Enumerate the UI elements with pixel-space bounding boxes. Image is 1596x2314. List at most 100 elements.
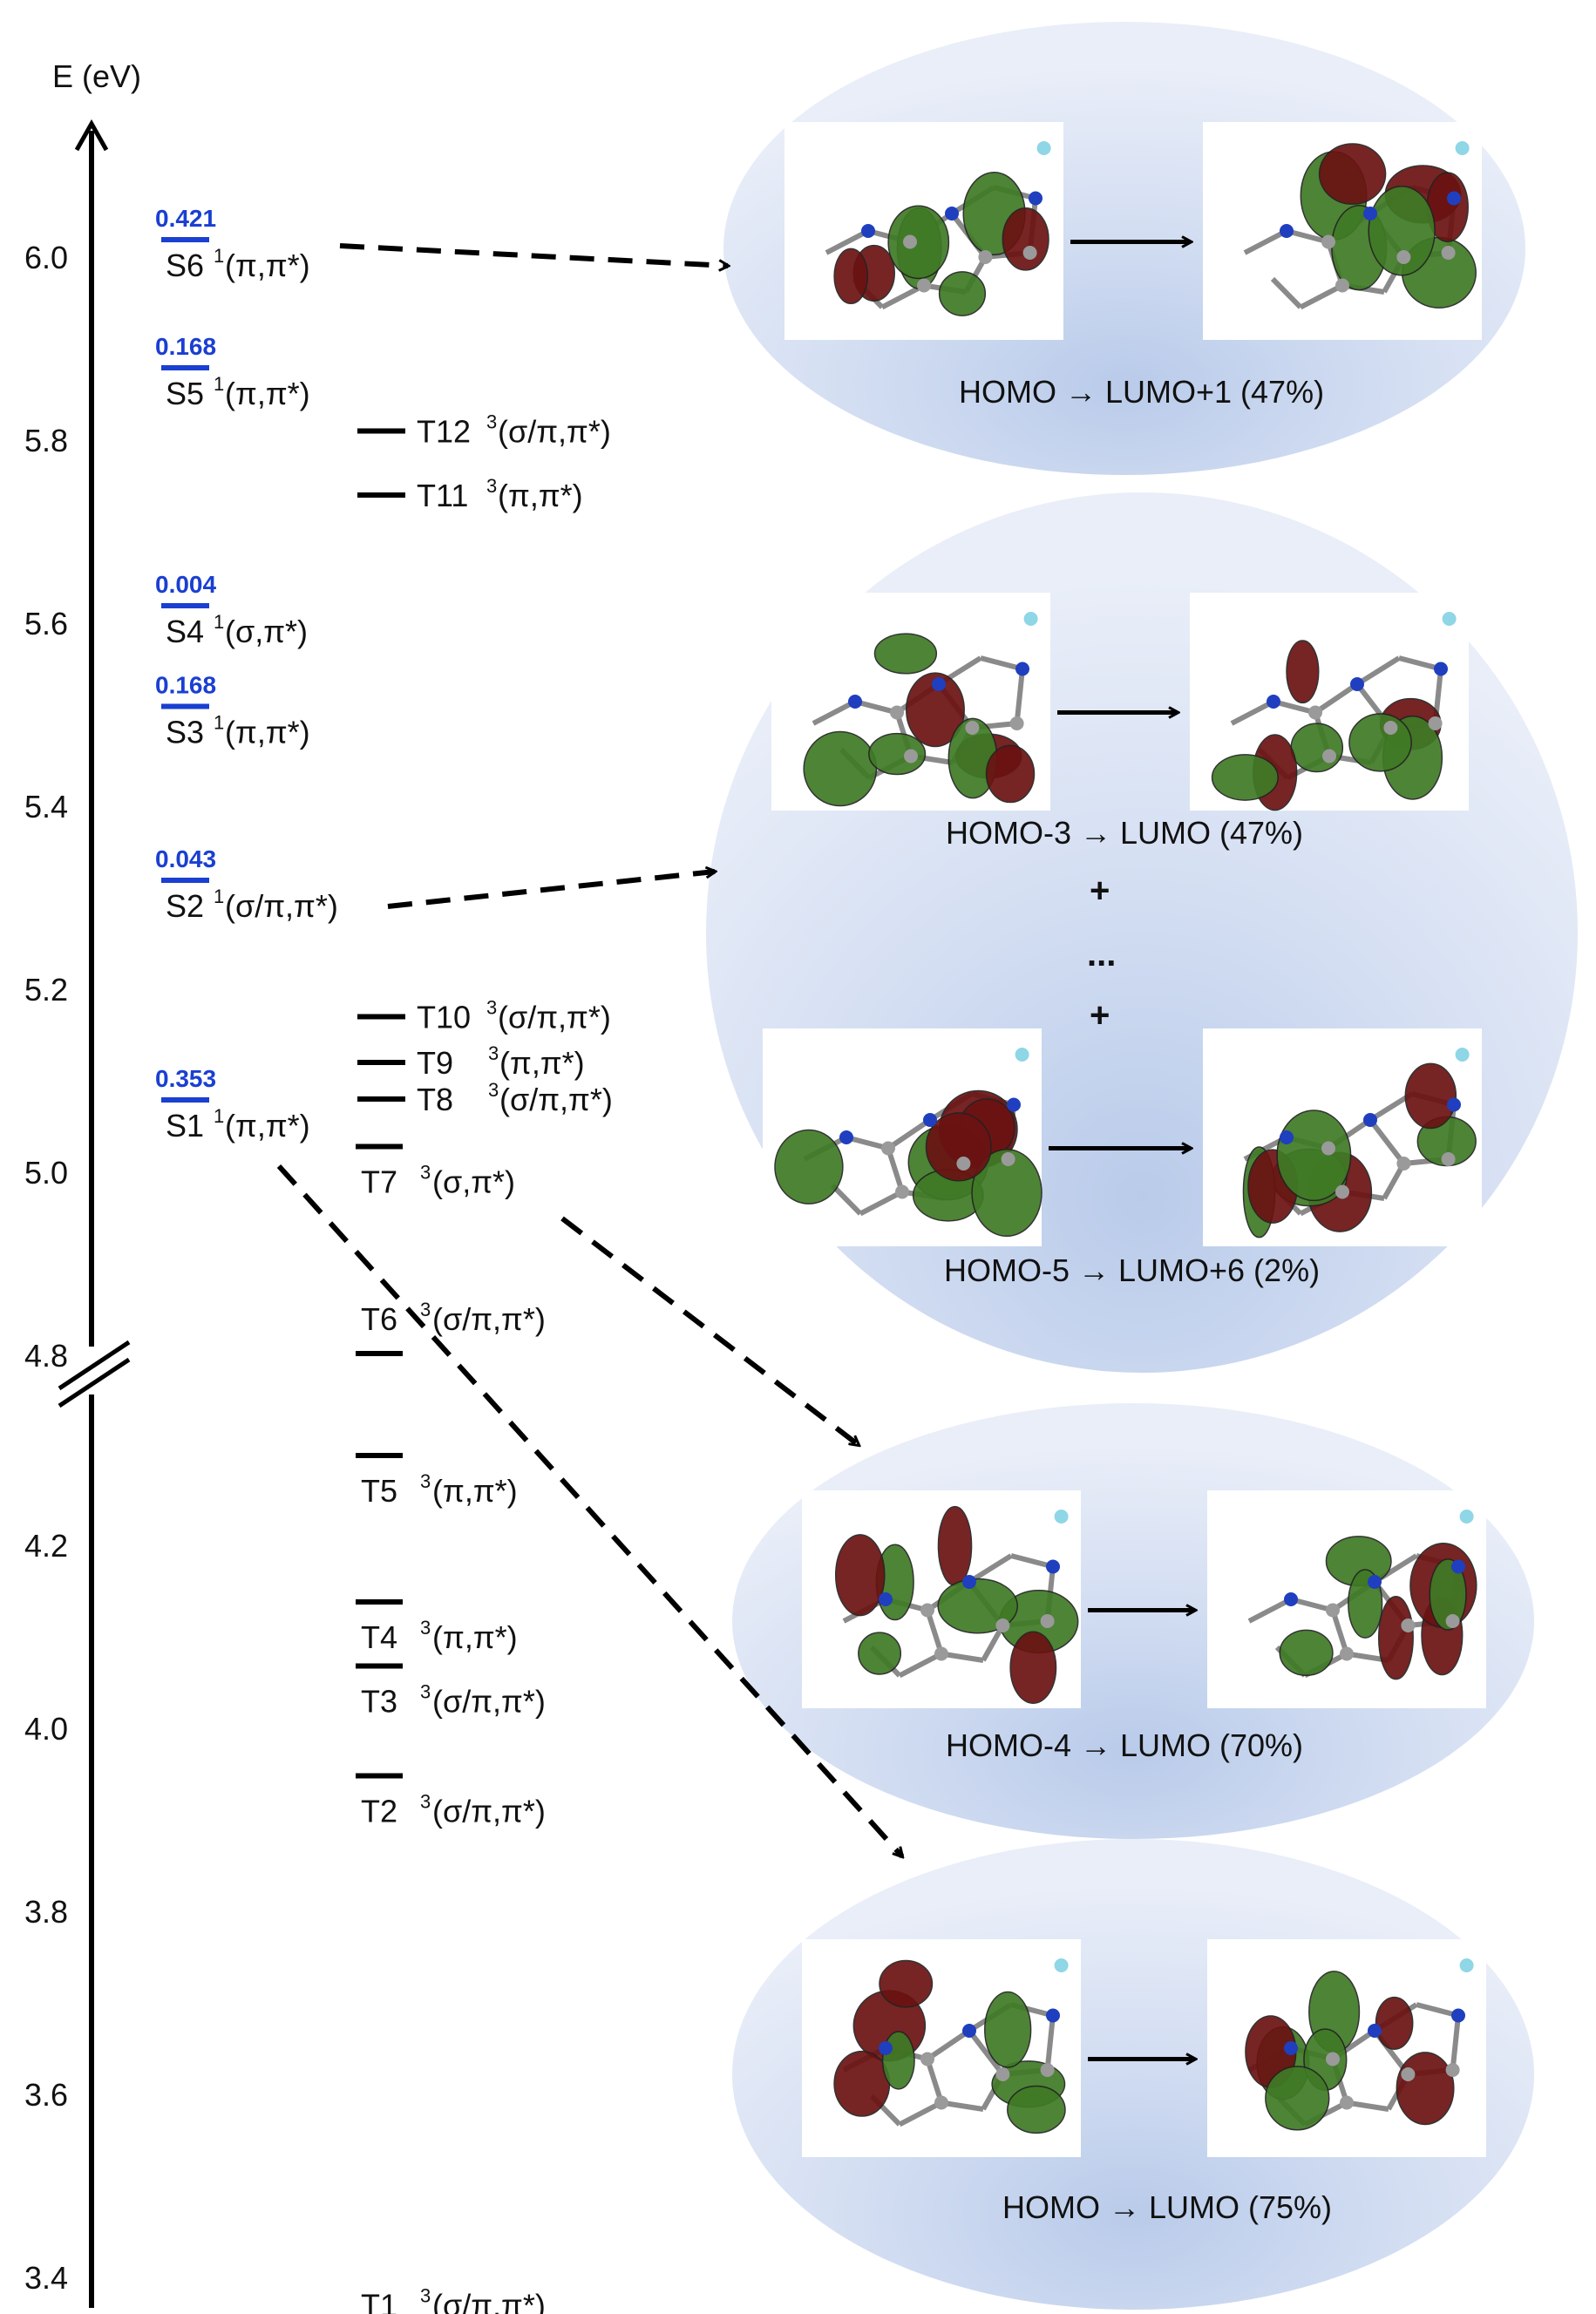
orbital-lobe bbox=[1378, 1595, 1414, 1680]
orbital-lobe bbox=[887, 205, 950, 280]
bond bbox=[1330, 1609, 1349, 1655]
atom bbox=[903, 234, 917, 249]
atom bbox=[1015, 1048, 1029, 1062]
atom bbox=[962, 1575, 976, 1589]
atom bbox=[861, 224, 875, 238]
atom bbox=[1445, 2063, 1460, 2077]
transition-label-t7: HOMO-4 → LUMO (70%) bbox=[946, 1727, 1303, 1763]
atom bbox=[1340, 1646, 1354, 1661]
axis-arrowhead bbox=[74, 119, 109, 152]
atom bbox=[917, 278, 931, 293]
arrow-s1-t6-to-panel bbox=[276, 1164, 902, 1856]
axis-tick-label: 4.8 bbox=[24, 1338, 68, 1374]
t7-final-orbital bbox=[1207, 1490, 1486, 1708]
atom bbox=[1434, 662, 1448, 676]
bond bbox=[1450, 2015, 1461, 2071]
bond bbox=[980, 655, 1023, 672]
state-character: (σ/π,π*) bbox=[499, 1082, 613, 1117]
atom bbox=[932, 677, 946, 691]
state-character: (σ/π,π*) bbox=[432, 2288, 546, 2314]
atom bbox=[1335, 1184, 1349, 1199]
atom bbox=[1015, 662, 1029, 676]
atom bbox=[965, 721, 980, 735]
plus-sign-1: + bbox=[1090, 872, 1110, 910]
axis-tick-label: 5.0 bbox=[24, 1155, 68, 1191]
bond bbox=[1270, 276, 1303, 309]
orbital-lobe bbox=[938, 271, 987, 316]
bond bbox=[925, 1609, 944, 1655]
atom bbox=[962, 2024, 976, 2038]
atom bbox=[1036, 141, 1051, 155]
atom bbox=[879, 1592, 893, 1606]
state-character: (σ/π,π*) bbox=[498, 414, 611, 450]
atom bbox=[1340, 2095, 1354, 2110]
oscillator-strength: 0.168 bbox=[155, 333, 216, 360]
bond bbox=[830, 1183, 863, 1216]
atom bbox=[1455, 1048, 1470, 1062]
state-character: (π,π*) bbox=[498, 478, 583, 513]
state-character: (π,π*) bbox=[225, 376, 310, 411]
atom bbox=[1280, 224, 1294, 238]
bond bbox=[1355, 655, 1401, 687]
bond bbox=[1290, 1597, 1334, 1613]
atom bbox=[1280, 1130, 1294, 1144]
arrow-s6-to-panel bbox=[339, 243, 728, 266]
atom bbox=[848, 695, 862, 709]
orbital-lobe bbox=[834, 1534, 886, 1617]
atom bbox=[1029, 191, 1042, 206]
atom bbox=[920, 2052, 934, 2066]
atom bbox=[1445, 1614, 1460, 1628]
energy-axis: E (eV) 6.05.85.65.45.25.04.84.24.03.83.6… bbox=[24, 58, 141, 2308]
spin-multiplicity: 1 bbox=[214, 373, 224, 395]
atom bbox=[1401, 2067, 1416, 2081]
atom bbox=[1308, 705, 1322, 720]
axis-tick-label: 5.8 bbox=[24, 423, 68, 458]
atom bbox=[1455, 141, 1470, 155]
s2-a-final-orbital bbox=[1190, 593, 1469, 811]
atom bbox=[1363, 1113, 1377, 1127]
s6-initial-orbital bbox=[784, 122, 1063, 340]
atom bbox=[1441, 1152, 1456, 1166]
bond bbox=[812, 699, 857, 726]
atom bbox=[956, 1157, 971, 1171]
bond bbox=[846, 1135, 889, 1151]
bond bbox=[941, 1651, 984, 1663]
orbital-lobe bbox=[1396, 2052, 1455, 2126]
state-label: T12 bbox=[417, 414, 471, 450]
orbital-lobe bbox=[1009, 1631, 1057, 1705]
bond bbox=[825, 228, 870, 255]
atom bbox=[1321, 234, 1335, 249]
state-character: (σ,π*) bbox=[225, 614, 308, 649]
spin-multiplicity: 3 bbox=[420, 2285, 431, 2307]
atom bbox=[1040, 1614, 1055, 1628]
orbital-lobe bbox=[1211, 754, 1279, 801]
spin-multiplicity: 3 bbox=[486, 411, 497, 433]
spin-multiplicity: 3 bbox=[420, 1791, 431, 1813]
atom bbox=[1007, 1097, 1021, 1112]
state-label: T2 bbox=[361, 1794, 397, 1829]
oscillator-strength: 0.168 bbox=[155, 672, 216, 699]
axis-break-mark-2 bbox=[58, 1357, 131, 1408]
state-character: (σ/π,π*) bbox=[498, 1000, 611, 1035]
ellipsis-sign: ... bbox=[1087, 935, 1116, 974]
orbital-lobe bbox=[1290, 723, 1344, 773]
state-label: T11 bbox=[417, 478, 468, 513]
orbital-lobe bbox=[1348, 713, 1412, 772]
bond bbox=[898, 1651, 943, 1679]
plus-sign-2: + bbox=[1090, 996, 1110, 1035]
atom bbox=[1009, 716, 1024, 730]
atom bbox=[1001, 1152, 1015, 1166]
atom bbox=[1459, 1958, 1474, 1972]
axis-tick-label: 3.8 bbox=[24, 1894, 68, 1930]
state-character: (π,π*) bbox=[432, 1473, 518, 1509]
atom bbox=[890, 705, 904, 720]
spin-multiplicity: 1 bbox=[214, 611, 224, 633]
